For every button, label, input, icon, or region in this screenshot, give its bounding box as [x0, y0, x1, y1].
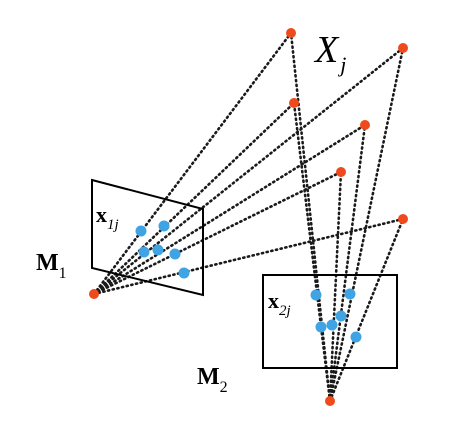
image-point-1-2	[158, 220, 170, 232]
image-point-2-6	[350, 331, 362, 343]
ray-2-1	[289, 31, 332, 403]
image-point-1-1	[135, 225, 147, 237]
image-point-2-label: x2j	[268, 288, 291, 319]
image-points-2	[310, 288, 362, 343]
world-point-2	[398, 43, 408, 53]
world-point-4	[360, 120, 370, 130]
camera2-label: M2	[197, 364, 228, 396]
world-point-5	[336, 167, 346, 177]
image-point-1-3	[138, 246, 150, 258]
image-point-2-2	[344, 288, 356, 300]
ray-1-4	[92, 123, 367, 296]
image-point-2-3	[335, 310, 347, 322]
world-point-6	[398, 214, 408, 224]
image-points-1	[135, 220, 190, 279]
image-point-1-5	[169, 248, 181, 260]
ray-2-2	[328, 46, 405, 403]
world-point-1	[286, 28, 296, 38]
image-plane-1	[91, 178, 204, 297]
image-point-2-5	[315, 321, 327, 333]
ray-1-2	[92, 46, 405, 296]
camera-center-1	[89, 289, 99, 299]
image-plane-2	[262, 274, 398, 369]
ray-1-5	[92, 170, 343, 296]
image-point-1-label: x1j	[96, 202, 119, 233]
world-point-label: Xj	[313, 29, 346, 77]
camera1-label: M1	[36, 250, 67, 282]
ray-1-3	[92, 101, 296, 296]
world-point-3	[289, 98, 299, 108]
ray-2-4	[328, 123, 367, 403]
image-point-2-1	[310, 289, 322, 301]
image-point-2-4	[326, 319, 338, 331]
ray-2-5	[328, 170, 343, 403]
ray-1-1	[92, 31, 293, 296]
image-point-1-4	[152, 244, 164, 256]
camera-center-2	[325, 396, 335, 406]
ray-2-3	[292, 101, 332, 403]
image-point-1-6	[178, 267, 190, 279]
projection-rays	[92, 31, 405, 403]
ray-2-6	[328, 217, 405, 403]
world-points	[286, 28, 408, 224]
